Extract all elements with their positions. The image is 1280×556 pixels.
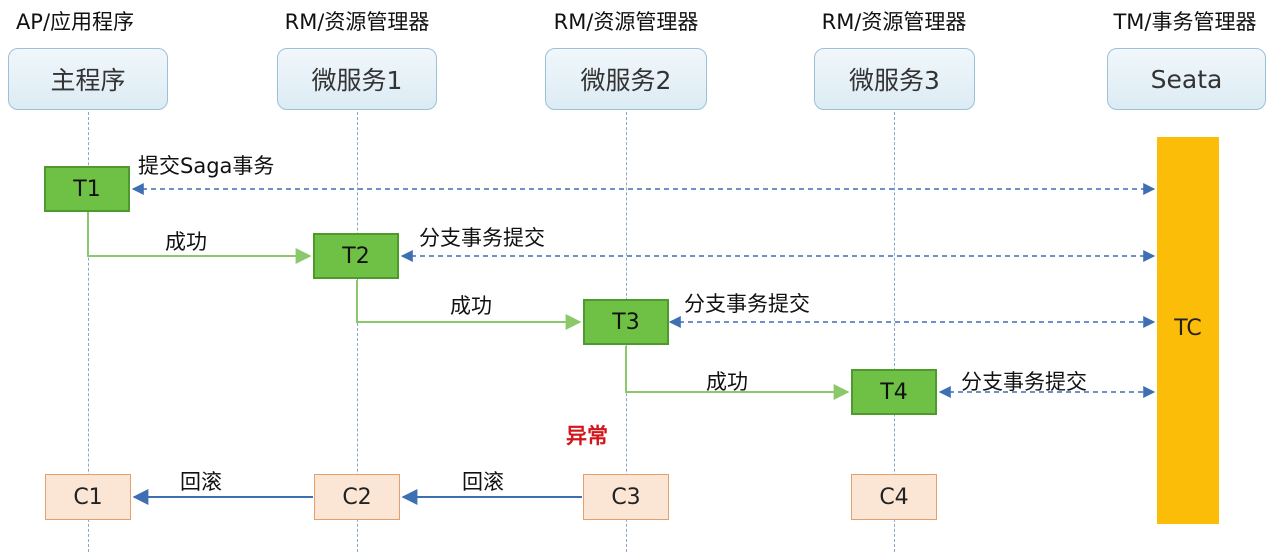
- lifeline-main-program: [88, 112, 89, 552]
- participant-main-program: 主程序: [8, 48, 168, 110]
- label-success-2: 成功: [450, 294, 492, 318]
- participant-seata: Seata: [1107, 48, 1266, 110]
- label-branch-commit-2: 分支事务提交: [684, 292, 810, 316]
- role-rm-2: RM/资源管理器: [553, 10, 699, 34]
- label-branch-commit-3: 分支事务提交: [961, 370, 1087, 394]
- tc-bar: [1157, 137, 1219, 524]
- compensation-c2: C2: [314, 474, 400, 520]
- compensation-c1: C1: [45, 474, 131, 520]
- role-rm-1: RM/资源管理器: [284, 10, 430, 34]
- role-ap: AP/应用程序: [15, 10, 135, 34]
- success-arrow-1: [87, 212, 312, 264]
- transaction-t1: T1: [44, 166, 130, 212]
- participant-service-2: 微服务2: [545, 48, 707, 110]
- lifeline-service-3: [894, 112, 895, 552]
- participant-service-1: 微服务1: [277, 48, 437, 110]
- label-rollback-2: 回滚: [462, 470, 504, 494]
- label-rollback-1: 回滚: [180, 470, 222, 494]
- label-start-saga: 提交Saga事务: [138, 154, 275, 178]
- label-success-3: 成功: [706, 370, 748, 394]
- participant-service-3: 微服务3: [814, 48, 975, 110]
- role-tm: TM/事务管理器: [1113, 10, 1257, 34]
- transaction-t3: T3: [583, 299, 669, 345]
- role-rm-3: RM/资源管理器: [821, 10, 967, 34]
- compensation-c3: C3: [583, 474, 669, 520]
- label-exception: 异常: [566, 424, 608, 448]
- lifeline-service-1: [357, 112, 358, 552]
- tc-label: TC: [1174, 316, 1202, 341]
- transaction-t4: T4: [851, 369, 937, 415]
- success-arrow-2: [356, 280, 582, 330]
- transaction-t2: T2: [313, 233, 399, 279]
- label-success-1: 成功: [165, 230, 207, 254]
- compensation-c4: C4: [851, 474, 937, 520]
- success-arrow-3: [625, 346, 850, 400]
- label-branch-commit-1: 分支事务提交: [419, 226, 545, 250]
